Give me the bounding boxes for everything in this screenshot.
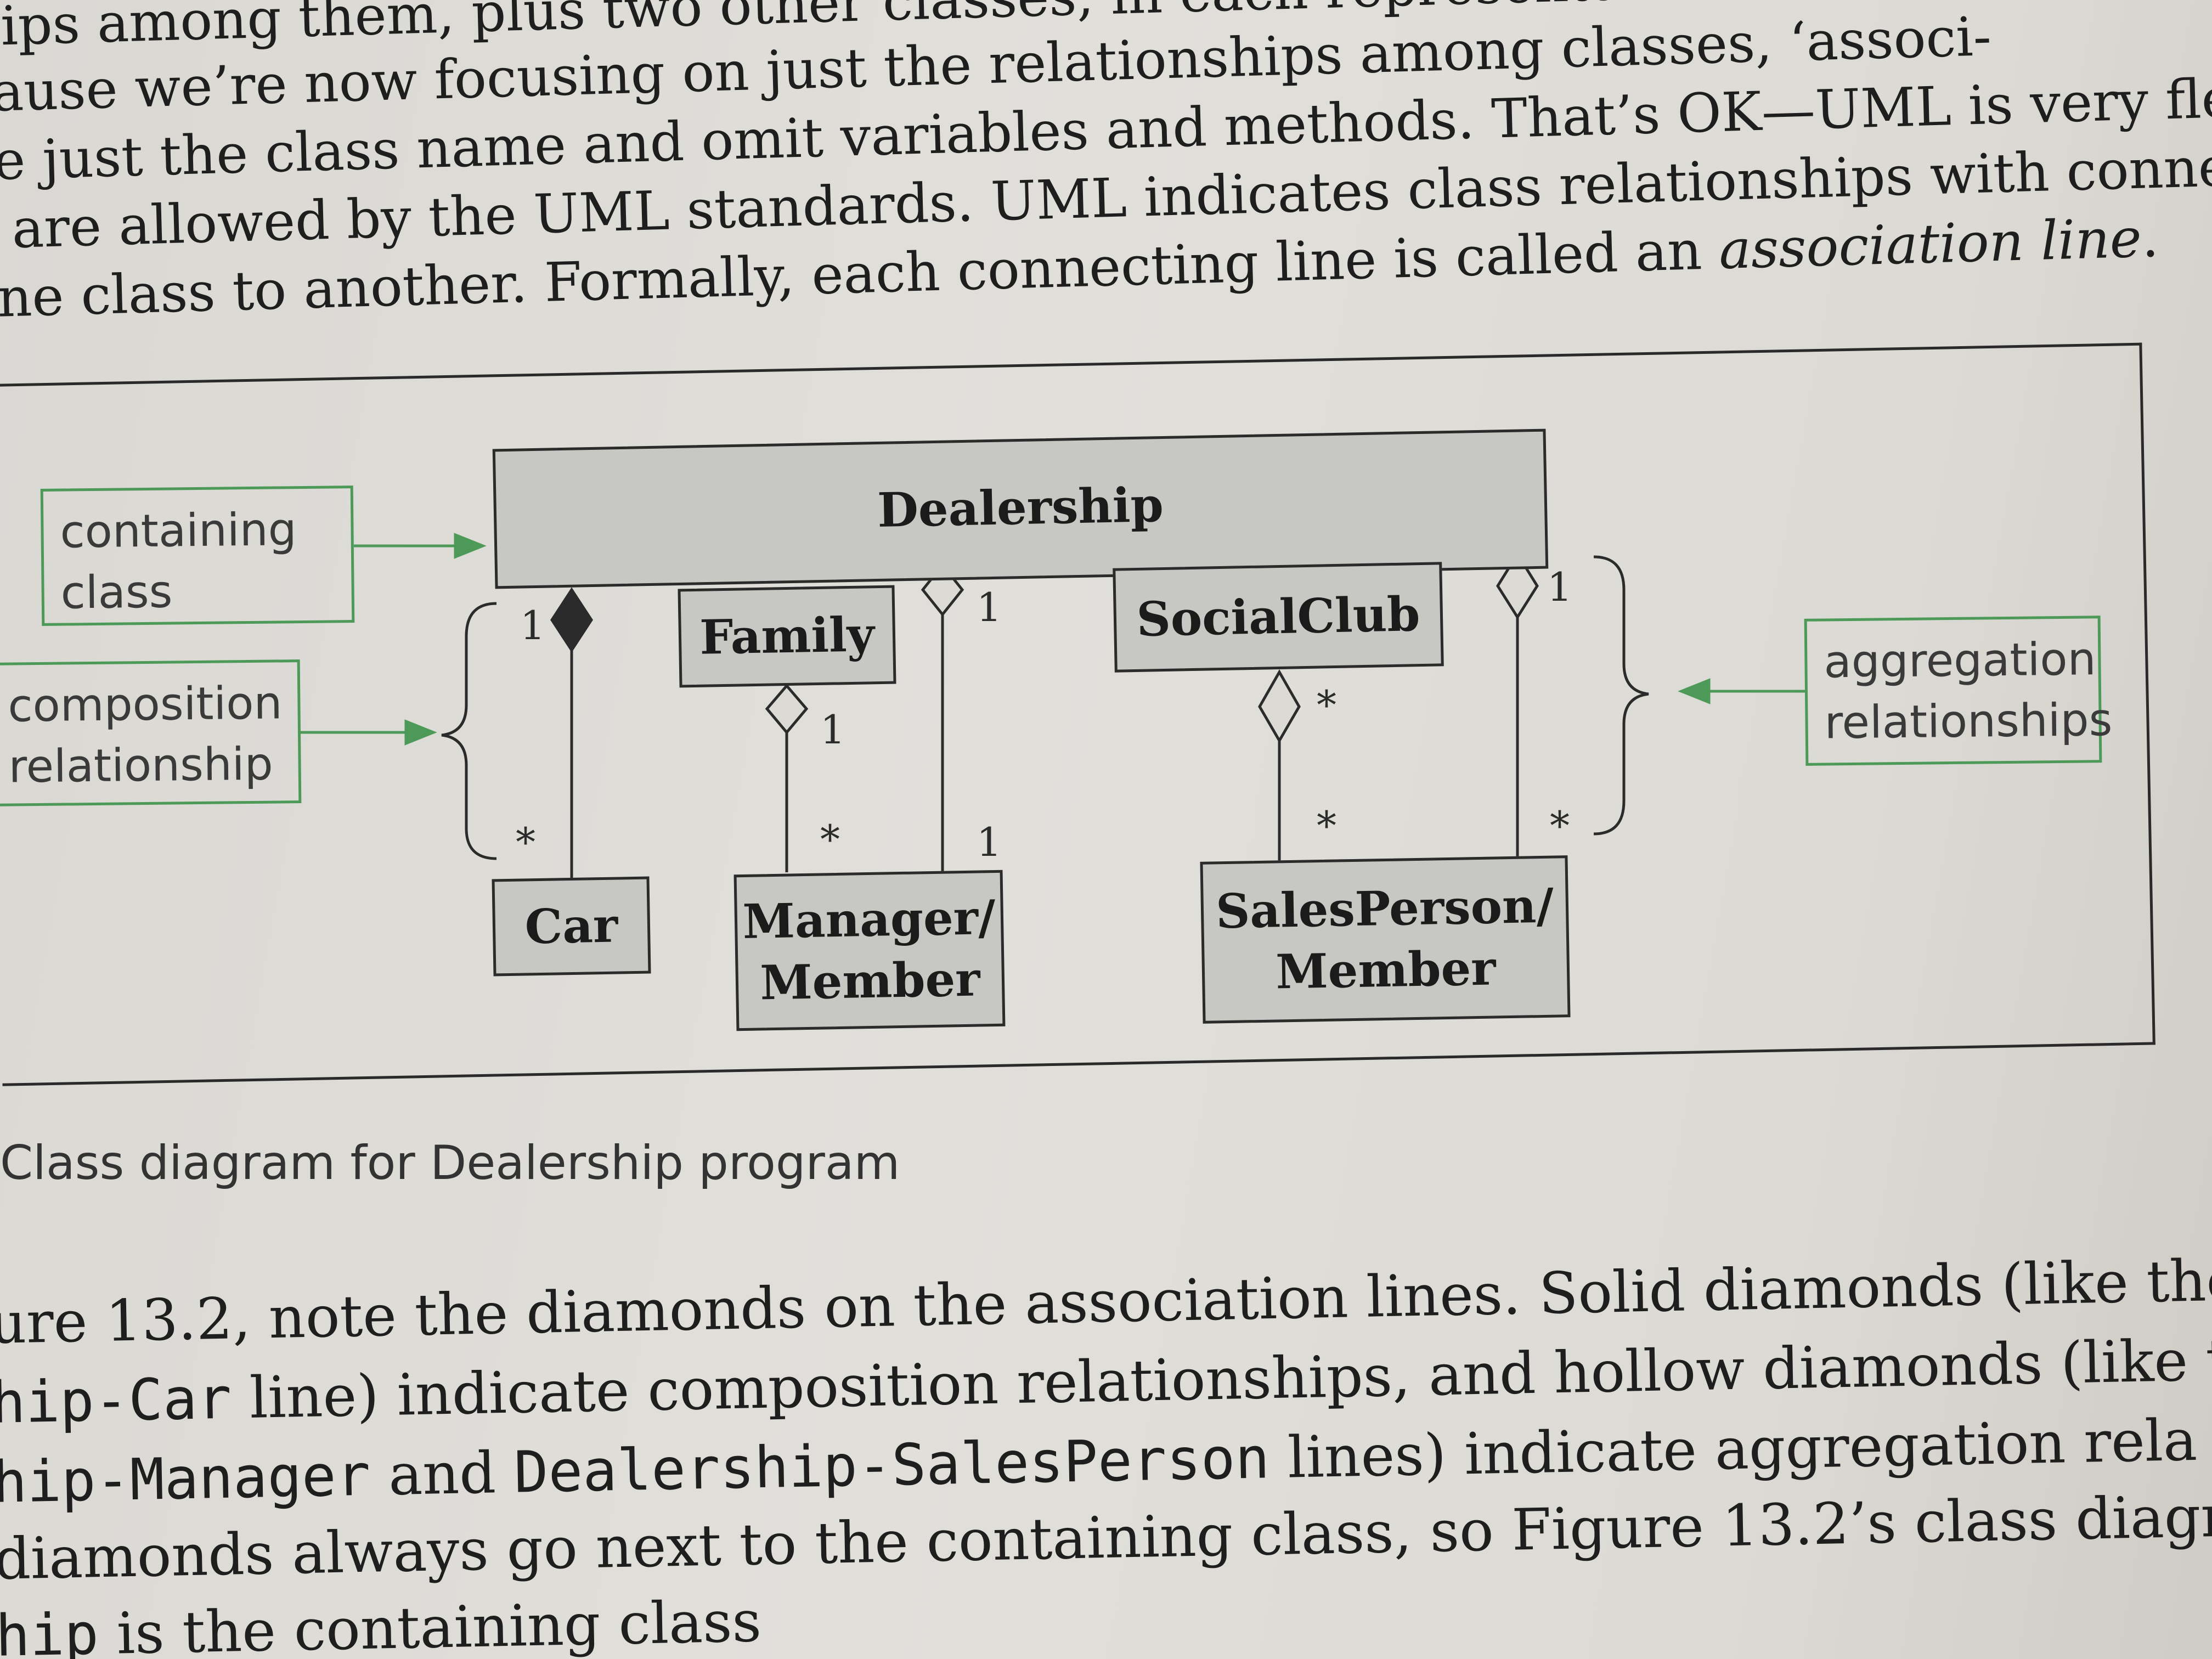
aggregation-diamond-socialclub-salesperson (1258, 669, 1301, 743)
multiplicity-dealership-car-top: 1 (520, 602, 545, 648)
class-family-label: Family (699, 607, 875, 665)
multiplicity-socialclub-sales-bottom: * (1317, 803, 1336, 849)
figure-caption: Class diagram for Dealership program (0, 1136, 900, 1190)
code-hip-car: hip-Car (0, 1364, 233, 1436)
aggregation-diamond-dealership-salesperson (1496, 551, 1539, 620)
aggregation-diamond-family-manager (765, 684, 809, 735)
note-containing-class: containing class (40, 486, 355, 626)
composition-diamond (550, 587, 593, 653)
figure-caption-text: Class diagram for Dealership program (0, 1136, 900, 1190)
composition-brace (441, 602, 497, 860)
note-aggregation-relationships: aggregation relationships (1804, 616, 2113, 766)
class-socialclub-label: SocialClub (1136, 586, 1421, 648)
bottom-line-3-and: and (370, 1438, 515, 1509)
bottom-line-5-text: is the containing class (98, 1588, 762, 1659)
multiplicity-family-manager-bottom: * (820, 816, 840, 862)
code-hip: hip (0, 1600, 99, 1659)
aggregation-arrowhead (1678, 678, 1711, 704)
aggregation-brace (1593, 555, 1649, 836)
class-family: Family (678, 585, 896, 688)
class-manager-member-label: Manager/ Member (742, 889, 996, 1011)
class-salesperson-member: SalesPerson/ Member (1200, 855, 1571, 1024)
multiplicity-dealership-sales-top: 1 (1547, 564, 1572, 610)
multiplicity-family-manager-top: 1 (820, 707, 845, 753)
class-dealership-label: Dealership (877, 477, 1164, 538)
note-composition-relationship: composition relationship (0, 659, 302, 806)
composition-arrowhead (404, 719, 437, 746)
class-socialclub: SocialClub (1113, 562, 1444, 673)
multiplicity-dealership-manager-bottom: 1 (977, 819, 1002, 865)
class-car-label: Car (524, 898, 619, 955)
multiplicity-dealership-car-bottom: * (516, 819, 535, 865)
containing-class-arrowhead (454, 533, 487, 559)
class-manager-member: Manager/ Member (733, 870, 1006, 1031)
multiplicity-socialclub-sales-top: * (1317, 682, 1336, 728)
bottom-line-5: hip is the containing class (0, 1588, 762, 1659)
multiplicity-dealership-sales-bottom: * (1550, 803, 1570, 849)
code-hip-manager: hip-Manager (0, 1441, 371, 1516)
class-car: Car (492, 876, 651, 977)
class-salesperson-member-label: SalesPerson/ Member (1215, 878, 1554, 1000)
multiplicity-dealership-manager-top: 1 (977, 584, 1002, 630)
